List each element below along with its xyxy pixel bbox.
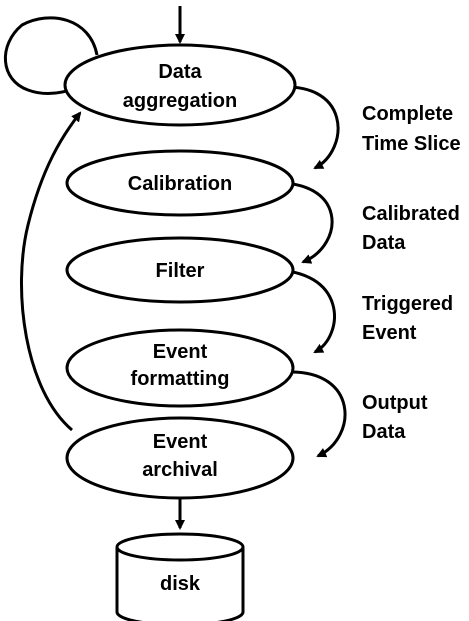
edge-complete-time-slice-line2: Time Slice xyxy=(362,133,461,155)
node-event-formatting-label-line2: formatting xyxy=(131,368,230,390)
disk-cylinder xyxy=(115,532,245,621)
arrow-aggregation-to-calibration xyxy=(271,85,340,170)
edge-calibrated-data-line2: Data xyxy=(362,232,406,254)
node-event-archival xyxy=(65,416,295,500)
aggregation-self-loop xyxy=(4,16,99,96)
node-filter-label: Filter xyxy=(156,260,205,282)
feedback-arrow-archival-to-aggregation xyxy=(20,111,82,432)
edge-complete-time-slice-line1: Complete xyxy=(362,103,453,125)
node-data-aggregation-label-line1: Data xyxy=(158,61,202,83)
node-data-aggregation xyxy=(63,43,297,127)
arrow-formatting-to-archival xyxy=(287,370,347,458)
edge-triggered-event-line2: Event xyxy=(362,322,417,344)
edge-output-data-line2: Data xyxy=(362,421,406,443)
node-calibration xyxy=(65,149,295,217)
node-event-formatting xyxy=(65,328,295,408)
edge-output-data-line1: Output xyxy=(362,392,428,414)
node-filter xyxy=(65,236,295,304)
node-event-archival-label-line1: Event xyxy=(153,431,208,453)
edge-triggered-event-line1: Triggered xyxy=(362,293,453,315)
node-data-aggregation-label-line2: aggregation xyxy=(123,90,237,112)
node-calibration-label: Calibration xyxy=(128,173,232,195)
edge-calibrated-data-line1: Calibrated xyxy=(362,203,460,225)
disk-label: disk xyxy=(160,573,201,595)
node-event-archival-label-line2: archival xyxy=(142,459,218,481)
node-event-formatting-label-line1: Event xyxy=(153,341,208,363)
